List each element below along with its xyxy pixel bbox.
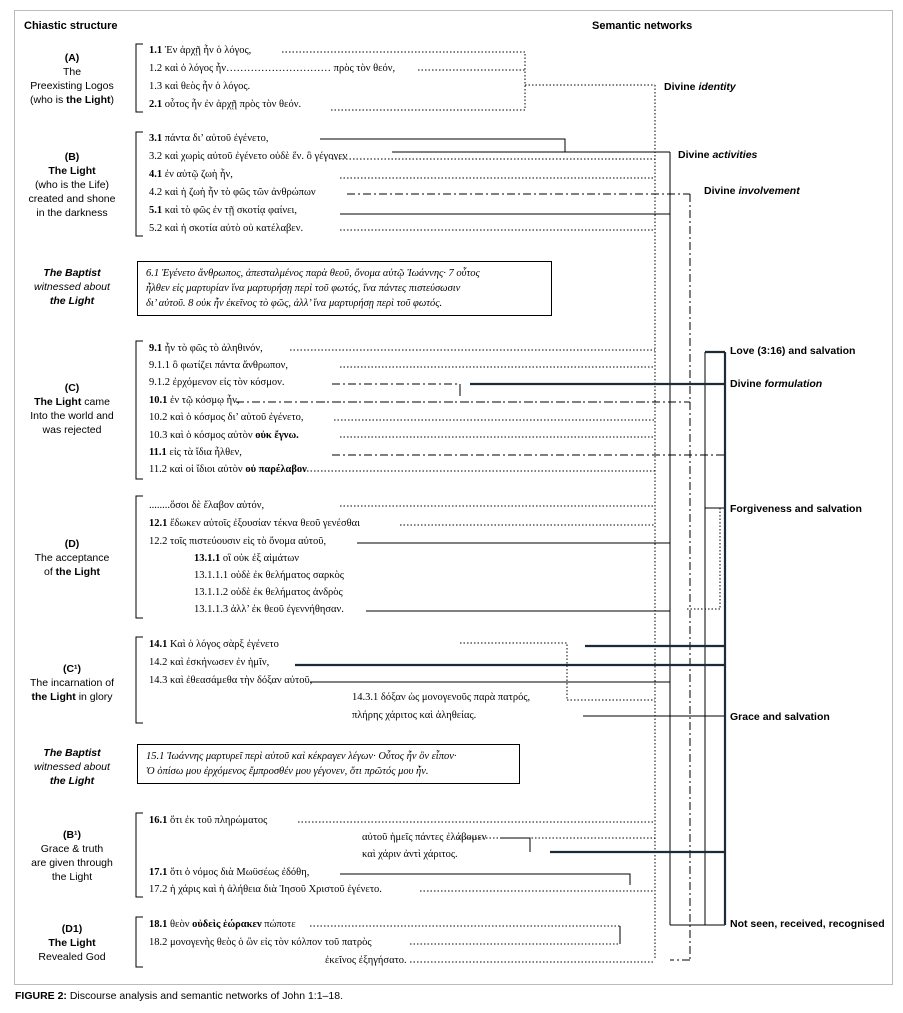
baptist-box-1: 6.1 Ἐγένετο ἄνθρωπος, ἀπεσταλμένος παρὰ … [137, 261, 552, 316]
verse-16-2: αὐτοῦ ἡμεῖς πάντες ἐλάβομεν [362, 832, 487, 843]
network-grace-salvation: Grace and salvation [730, 711, 830, 723]
semantic-networks-header: Semantic networks [592, 20, 693, 32]
verse-4-1: 4.1 ἐν αὐτῷ ζωὴ ἦν, [149, 169, 233, 180]
verse-14-3: 14.3 καὶ ἐθεασάμεθα τὴν δόξαν αὐτοῦ, [149, 675, 313, 686]
verse-10-2: 10.2 καὶ ὁ κόσμος δι’ αὐτοῦ ἐγένετο, [149, 412, 304, 423]
verse-13-1: 13.1.1 οἳ οὐκ ἐξ αἱμάτων [194, 553, 299, 564]
verse-9-1-2: 9.1.2 ἐρχόμενον εἰς τὸν κόσμον. [149, 377, 285, 388]
verse-1-2: 1.2 καὶ ὁ λόγος ἦν………………………… πρὸς τὸν θε… [149, 63, 396, 74]
verse-5-1: 5.1 καὶ τὸ φῶς ἐν τῇ σκοτίᾳ φαίνει, [149, 205, 297, 216]
baptist-box-2: 15.1 Ἰωάννης μαρτυρεῖ περὶ αὐτοῦ καὶ κέκ… [137, 744, 520, 784]
section-label-a: (A) The Preexisting Logos (who is the Li… [29, 52, 114, 106]
verse-14-1: 14.1 Καὶ ὁ λόγος σὰρξ ἐγένετο [149, 639, 279, 650]
network-divine-activities: Divine activities [678, 149, 758, 161]
section-label-b: (B) The Light (who is the Life) created … [28, 151, 116, 219]
section-label-d1: (D1) The Light Revealed God [38, 923, 106, 963]
verse-2-1: 2.1 οὗτος ἦν ἐν ἀρχῇ πρὸς τὸν θεόν. [149, 99, 302, 110]
verse-1-1: 1.1 Ἐν ἀρχῇ ἦν ὁ λόγος, [149, 45, 252, 56]
chiastic-structure-header: Chiastic structure [24, 20, 118, 32]
verse-18-3: ἐκεῖνος ἐξηγήσατο. [325, 955, 407, 966]
verse-9-1: 9.1 ἦν τὸ φῶς τὸ ἀληθινόν, [149, 343, 263, 354]
verse-16-3: καὶ χάριν ἀντὶ χάριτος. [362, 849, 458, 860]
verse-9-1-1: 9.1.1 ὃ φωτίζει πάντα ἄνθρωπον, [149, 360, 288, 371]
section-label-c: (C) The Light came Into the world and wa… [30, 382, 114, 436]
network-forgiveness-salvation: Forgiveness and salvation [730, 503, 862, 515]
verse-14-3-1: 14.3.1 δόξαν ὡς μονογενοῦς παρὰ πατρός, [352, 692, 531, 703]
verse-5-2: 5.2 καὶ ἡ σκοτία αὐτὸ οὐ κατέλαβεν. [149, 223, 304, 234]
verse-13-1-3: 13.1.1.3 ἀλλ’ ἐκ θεοῦ ἐγεννήθησαν. [194, 604, 344, 615]
verse-12-0: ........ὅσοι δὲ ἔλαβον αὐτόν, [149, 500, 265, 511]
verse-11-2: 11.2 καὶ οἱ ἴδιοι αὐτὸν οὐ παρέλαβον [149, 464, 307, 475]
section-label-d: (D) The acceptance of the Light [34, 538, 110, 578]
section-label-baptist-1: The Baptist witnessed about the Light [34, 267, 110, 307]
verse-4-2: 4.2 καὶ ἡ ζωὴ ἦν τὸ φῶς τῶν ἀνθρώπων [149, 187, 316, 198]
verse-13-1-2: 13.1.1.2 οὐδὲ ἐκ θελήματος ἀνδρὸς [194, 587, 343, 598]
verse-17-2: 17.2 ἡ χάρις καὶ ἡ ἀλήθεια διὰ Ἰησοῦ Χρι… [149, 884, 382, 895]
figure-frame [14, 10, 893, 985]
verse-11-1: 11.1 εἰς τὰ ἴδια ἦλθεν, [149, 447, 242, 458]
verse-3-2: 3.2 καὶ χωρὶς αὐτοῦ ἐγένετο οὐδὲ ἕν. ὃ γ… [149, 151, 348, 162]
section-label-baptist-2: The Baptist witnessed about the Light [34, 747, 110, 787]
verse-16-1: 16.1 ὅτι ἐκ τοῦ πληρώματος [149, 815, 268, 826]
network-love-salvation: Love (3:16) and salvation [730, 345, 856, 357]
section-label-c1: (C¹) The incarnation of the Light in glo… [29, 663, 115, 703]
verse-12-1: 12.1 ἔδωκεν αὐτοῖς ἐξουσίαν τέκνα θεοῦ γ… [149, 518, 360, 529]
figure-caption: FIGURE 2: Discourse analysis and semanti… [15, 990, 343, 1002]
verse-14-2: 14.2 καὶ ἐσκήνωσεν ἐν ἡμῖν, [149, 657, 270, 668]
network-divine-identity: Divine identity [664, 81, 736, 93]
verse-10-3: 10.3 καὶ ὁ κόσμος αὐτὸν οὐκ ἔγνω. [149, 430, 299, 441]
verse-10-1: 10.1 ἐν τῷ κόσμῳ ἦν, [149, 395, 240, 406]
verse-3-1: 3.1 πάντα δι’ αὐτοῦ ἐγένετο, [149, 133, 269, 144]
verse-17-1: 17.1 ὅτι ὁ νόμος διὰ Μωϋσέως ἐδόθη, [149, 867, 310, 878]
verse-18-2: 18.2 μονογενὴς θεὸς ὁ ὢν εἰς τὸν κόλπον … [149, 937, 372, 948]
verse-12-2: 12.2 τοῖς πιστεύουσιν εἰς τὸ ὄνομα αὐτοῦ… [149, 536, 327, 547]
network-not-seen: Not seen, received, recognised [730, 918, 885, 930]
network-divine-involvement: Divine involvement [704, 185, 800, 197]
verse-13-1-1: 13.1.1.1 οὐδὲ ἐκ θελήματος σαρκὸς [194, 570, 344, 581]
section-label-b1: (B¹) Grace & truth are given through the… [31, 829, 113, 883]
verse-1-3: 1.3 καὶ θεὸς ἦν ὁ λόγος. [149, 81, 251, 92]
verse-18-1: 18.1 θεὸν οὐδεὶς ἑώρακεν πώποτε [149, 919, 296, 930]
verse-14-3-2: πλήρης χάριτος καὶ ἀληθείας. [352, 710, 477, 721]
network-divine-formulation: Divine formulation [730, 378, 823, 390]
